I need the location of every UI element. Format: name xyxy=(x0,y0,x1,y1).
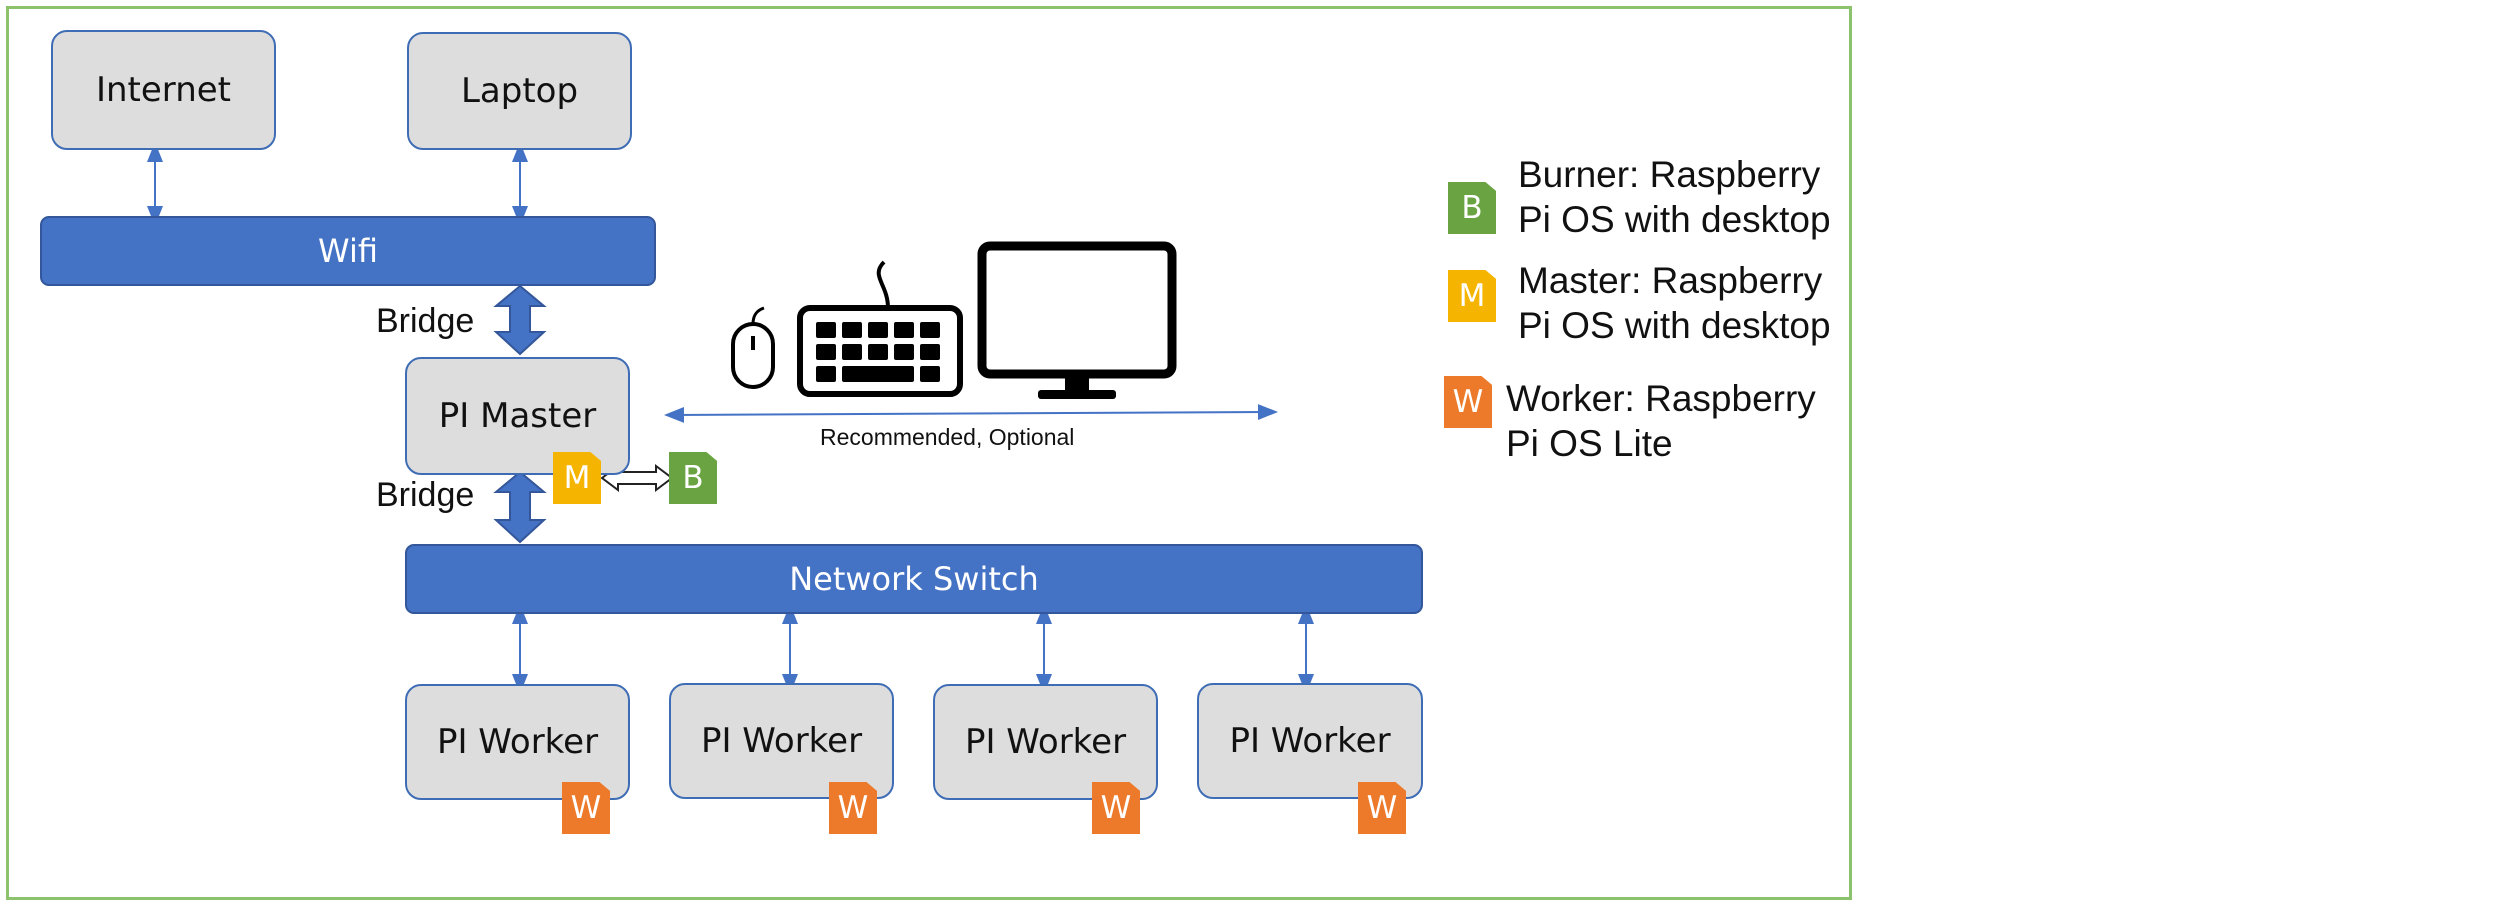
legend-burner-badge: B xyxy=(1448,182,1496,234)
legend-burner-text: Burner: Raspberry Pi OS with desktop xyxy=(1518,152,1831,242)
worker-badge-4: W xyxy=(1358,782,1406,834)
pi-worker-node-2: PI Worker xyxy=(669,683,894,799)
keyboard-icon xyxy=(797,260,963,397)
pi-master-node: PI Master xyxy=(405,357,630,475)
monitor-icon xyxy=(977,241,1177,399)
burner-badge: B xyxy=(669,452,717,504)
mouse-icon xyxy=(731,306,775,389)
legend-burner-line2: Pi OS with desktop xyxy=(1518,199,1831,240)
bridge-bottom-label: Bridge xyxy=(376,476,475,514)
peripherals-link xyxy=(664,404,1278,423)
bridge-top-label: Bridge xyxy=(376,302,475,340)
diagram-frame xyxy=(6,6,1852,900)
pi-worker-node-3: PI Worker xyxy=(933,684,1158,800)
legend-worker-line1: Worker: Raspberry xyxy=(1506,378,1816,419)
legend-master-line1: Master: Raspberry xyxy=(1518,260,1823,301)
worker-badge-1: W xyxy=(562,782,610,834)
pi-worker-node-1: PI Worker xyxy=(405,684,630,800)
network-switch-bar: Network Switch xyxy=(405,544,1423,614)
pi-worker-node-4: PI Worker xyxy=(1197,683,1423,799)
worker-badge-3: W xyxy=(1092,782,1140,834)
master-badge: M xyxy=(553,452,601,504)
legend-worker-text: Worker: Raspberry Pi OS Lite xyxy=(1506,376,1816,466)
peripherals-label: Recommended, Optional xyxy=(820,424,1075,450)
bridge-top-arrow xyxy=(493,284,547,356)
bridge-bottom-arrow xyxy=(493,470,547,544)
internet-node: Internet xyxy=(51,30,276,150)
legend-worker-line2: Pi OS Lite xyxy=(1506,423,1673,464)
legend-master-text: Master: Raspberry Pi OS with desktop xyxy=(1518,258,1831,348)
laptop-node: Laptop xyxy=(407,32,632,150)
legend-burner-line1: Burner: Raspberry xyxy=(1518,154,1821,195)
worker-badge-2: W xyxy=(829,782,877,834)
legend-worker-badge: W xyxy=(1444,376,1492,428)
wifi-bar: Wifi xyxy=(40,216,656,286)
legend-master-badge: M xyxy=(1448,270,1496,322)
legend-master-line2: Pi OS with desktop xyxy=(1518,305,1831,346)
